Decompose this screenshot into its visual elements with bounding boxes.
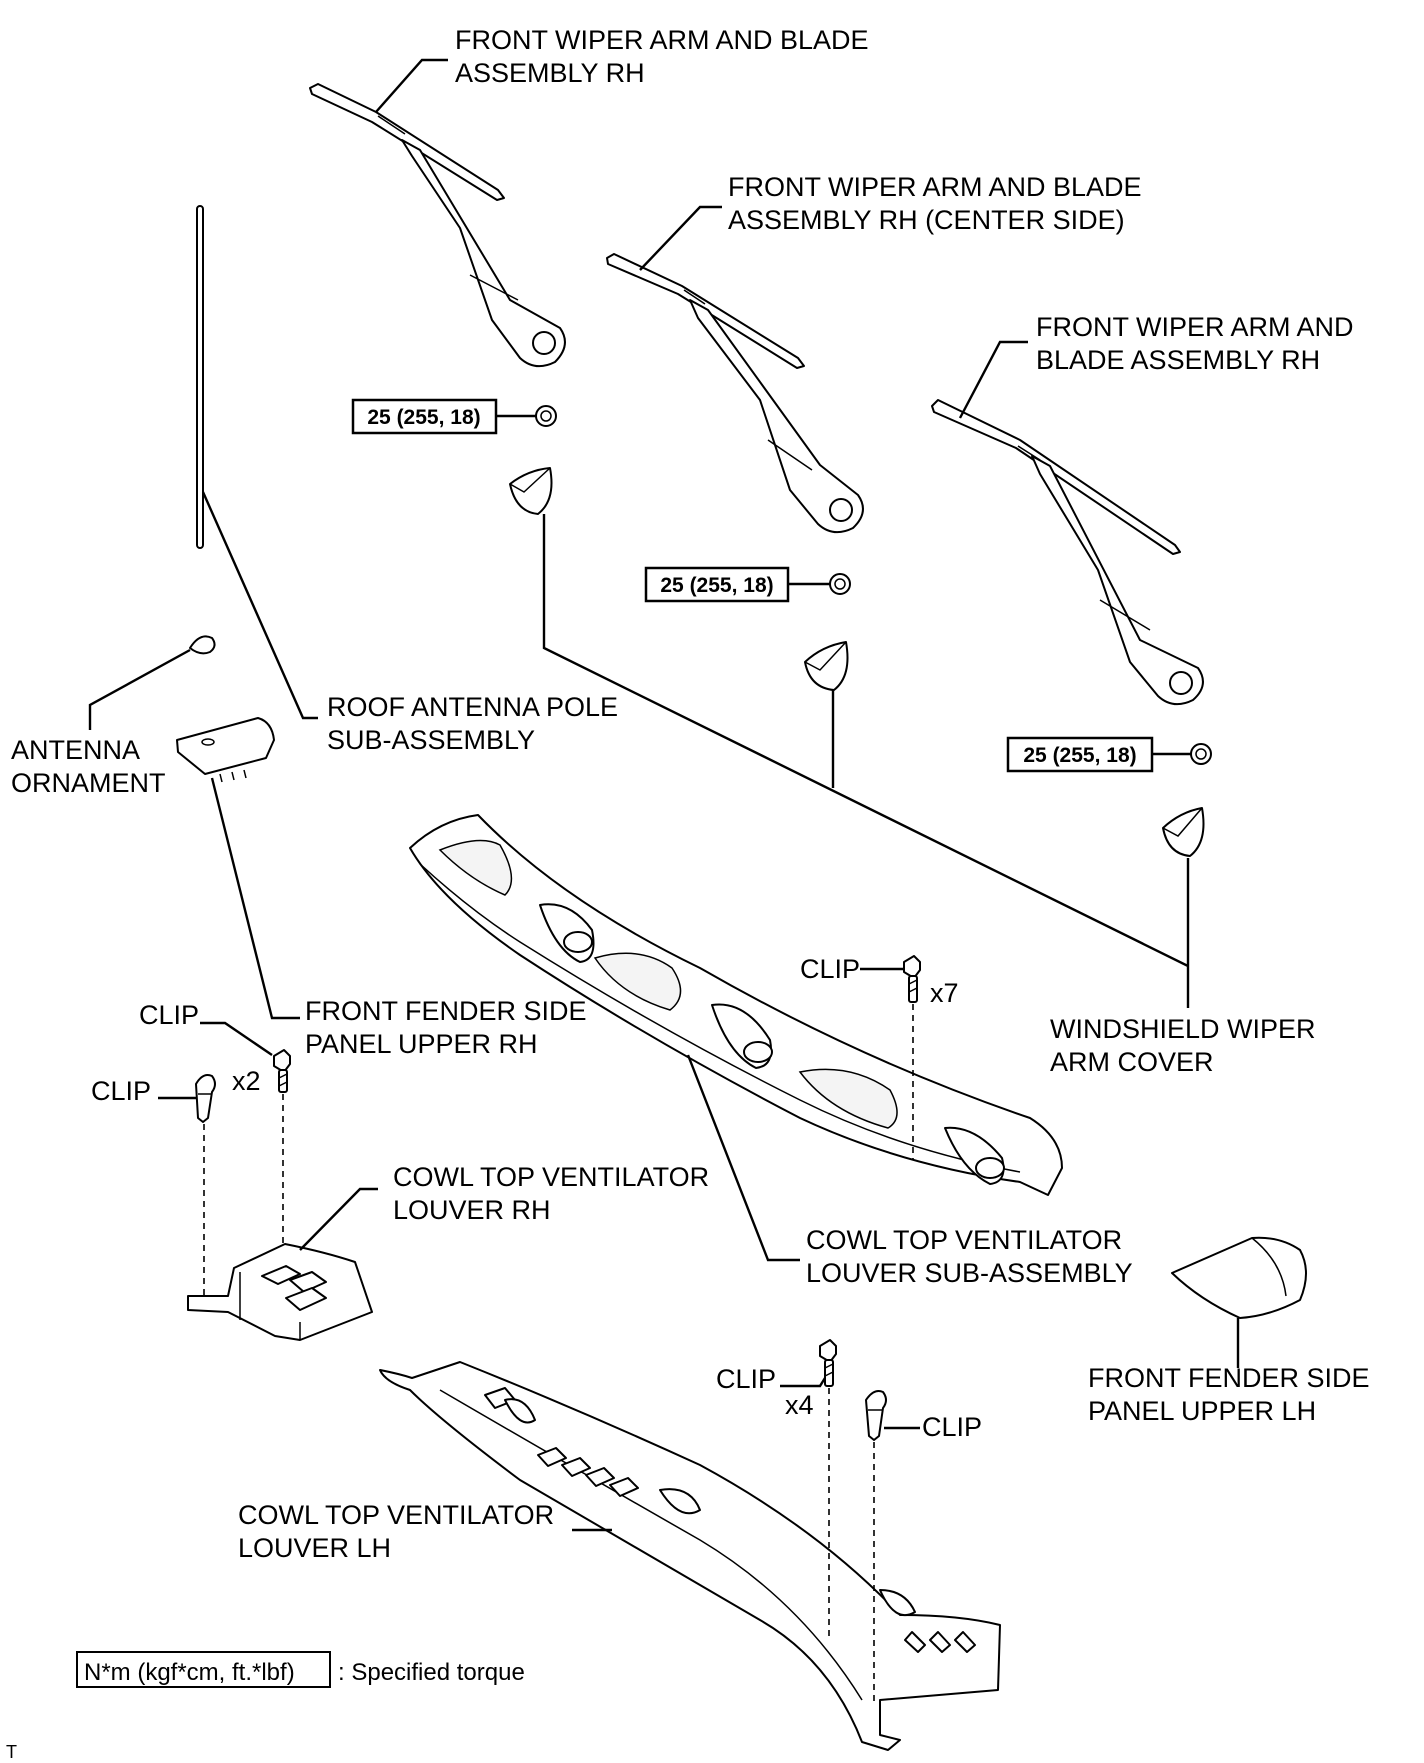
svg-text:N*m (kgf*cm, ft.*lbf): N*m (kgf*cm, ft.*lbf) bbox=[84, 1659, 295, 1686]
svg-text:ASSEMBLY RH (CENTER SIDE): ASSEMBLY RH (CENTER SIDE) bbox=[728, 205, 1125, 235]
svg-text:PANEL UPPER LH: PANEL UPPER LH bbox=[1088, 1396, 1316, 1426]
svg-text:ORNAMENT: ORNAMENT bbox=[11, 768, 166, 798]
svg-text:COWL TOP VENTILATOR: COWL TOP VENTILATOR bbox=[806, 1225, 1122, 1255]
fender-side-panel-upper-rh bbox=[176, 717, 275, 783]
cowl-louver-lh bbox=[379, 1361, 1001, 1751]
nut-3 bbox=[1190, 743, 1212, 765]
svg-text:BLADE ASSEMBLY RH: BLADE ASSEMBLY RH bbox=[1036, 345, 1320, 375]
louver-rh-leader bbox=[299, 1187, 378, 1251]
svg-text:LOUVER SUB-ASSEMBLY: LOUVER SUB-ASSEMBLY bbox=[806, 1258, 1133, 1288]
nut-2 bbox=[829, 573, 851, 595]
wiper-arm-rh-2 bbox=[931, 399, 1204, 706]
label-wiper-rh-2: FRONT WIPER ARM AND BLADE ASSEMBLY RH bbox=[958, 312, 1354, 419]
clip-lh-1 bbox=[819, 1339, 837, 1387]
clip-label-sub: CLIP bbox=[800, 954, 860, 984]
svg-text:ROOF ANTENNA POLE: ROOF ANTENNA POLE bbox=[327, 692, 618, 722]
svg-text:: Specified torque: : Specified torque bbox=[338, 1659, 525, 1686]
svg-text:PANEL UPPER RH: PANEL UPPER RH bbox=[305, 1029, 538, 1059]
torque-box-2: 25 (255, 18) bbox=[644, 566, 790, 603]
svg-text:COWL TOP VENTILATOR: COWL TOP VENTILATOR bbox=[393, 1162, 709, 1192]
clip-label-rh-2: CLIP bbox=[91, 1076, 151, 1106]
clip-qty-sub: x7 bbox=[930, 978, 959, 1008]
svg-text:FRONT WIPER ARM AND BLADE: FRONT WIPER ARM AND BLADE bbox=[455, 25, 869, 55]
svg-text:WINDSHIELD WIPER: WINDSHIELD WIPER bbox=[1050, 1014, 1316, 1044]
label-roof-antenna: ROOF ANTENNA POLE SUB-ASSEMBLY bbox=[327, 692, 618, 755]
torque-box-1: 25 (255, 18) bbox=[351, 398, 498, 435]
wiper-arm-cover-1 bbox=[509, 467, 553, 515]
antenna-ornament-leader bbox=[88, 648, 191, 730]
antenna-pole-leader bbox=[201, 491, 318, 720]
clip-qty-rh: x2 bbox=[232, 1066, 261, 1096]
clip-rh-2 bbox=[195, 1074, 216, 1123]
label-louver-sub: COWL TOP VENTILATOR LOUVER SUB-ASSEMBLY bbox=[806, 1225, 1133, 1288]
label-fender-upper-lh: FRONT FENDER SIDE PANEL UPPER LH bbox=[1088, 1363, 1370, 1426]
louver-sub-leader bbox=[686, 1054, 800, 1262]
clip-lh-2 bbox=[865, 1390, 887, 1441]
svg-text:COWL TOP VENTILATOR: COWL TOP VENTILATOR bbox=[238, 1500, 554, 1530]
label-louver-rh: COWL TOP VENTILATOR LOUVER RH bbox=[393, 1162, 709, 1225]
clip-label-lh-1: CLIP bbox=[716, 1364, 776, 1394]
nut-1 bbox=[535, 405, 557, 427]
label-louver-lh: COWL TOP VENTILATOR LOUVER LH bbox=[238, 1500, 554, 1563]
roof-antenna-pole bbox=[196, 205, 204, 549]
clip-louver-sub bbox=[903, 955, 921, 1003]
label-wiper-arm-cover: WINDSHIELD WIPER ARM COVER bbox=[1050, 1014, 1316, 1077]
clip-label-lh-2: CLIP bbox=[922, 1412, 982, 1442]
cowl-louver-rh bbox=[187, 1243, 373, 1341]
torque-legend: N*m (kgf*cm, ft.*lbf) : Specified torque bbox=[76, 1651, 525, 1688]
svg-text:FRONT FENDER SIDE: FRONT FENDER SIDE bbox=[1088, 1363, 1370, 1393]
label-wiper-rh-1: FRONT WIPER ARM AND BLADE ASSEMBLY RH bbox=[375, 25, 869, 113]
svg-text:SUB-ASSEMBLY: SUB-ASSEMBLY bbox=[327, 725, 535, 755]
svg-text:FRONT WIPER ARM AND BLADE: FRONT WIPER ARM AND BLADE bbox=[728, 172, 1142, 202]
fender-side-panel-upper-lh bbox=[1171, 1236, 1307, 1319]
antenna-ornament bbox=[189, 635, 216, 655]
corner-mark: T bbox=[6, 1742, 17, 1762]
svg-text:ANTENNA: ANTENNA bbox=[11, 735, 140, 765]
svg-text:25 (255, 18): 25 (255, 18) bbox=[367, 406, 480, 429]
label-wiper-rh-center: FRONT WIPER ARM AND BLADE ASSEMBLY RH (C… bbox=[639, 172, 1142, 271]
svg-text:ASSEMBLY RH: ASSEMBLY RH bbox=[455, 58, 645, 88]
wiper-arm-cover-3 bbox=[1162, 807, 1205, 857]
label-antenna-ornament: ANTENNA ORNAMENT bbox=[11, 735, 166, 798]
svg-text:FRONT FENDER SIDE: FRONT FENDER SIDE bbox=[305, 996, 587, 1026]
clip-rh-1 bbox=[273, 1049, 291, 1093]
wiper-arm-cover-2 bbox=[804, 641, 849, 691]
wiper-arm-rh-center bbox=[606, 253, 864, 534]
clip-qty-lh: x4 bbox=[785, 1390, 814, 1420]
arm-cover-leader bbox=[542, 514, 1190, 1008]
svg-text:25 (255, 18): 25 (255, 18) bbox=[660, 574, 773, 597]
svg-text:LOUVER LH: LOUVER LH bbox=[238, 1533, 391, 1563]
torque-box-3: 25 (255, 18) bbox=[1006, 736, 1154, 773]
wiper-arm-rh-1 bbox=[309, 83, 566, 368]
svg-text:FRONT WIPER ARM AND: FRONT WIPER ARM AND bbox=[1036, 312, 1354, 342]
svg-text:ARM COVER: ARM COVER bbox=[1050, 1047, 1214, 1077]
fender-rh-leader bbox=[210, 777, 300, 1020]
cowl-louver-sub-assembly bbox=[409, 814, 1063, 1196]
clip-label-rh-1: CLIP bbox=[139, 1000, 199, 1030]
svg-text:LOUVER RH: LOUVER RH bbox=[393, 1195, 551, 1225]
label-fender-upper-rh: FRONT FENDER SIDE PANEL UPPER RH bbox=[305, 996, 587, 1059]
svg-text:25 (255, 18): 25 (255, 18) bbox=[1023, 744, 1136, 767]
